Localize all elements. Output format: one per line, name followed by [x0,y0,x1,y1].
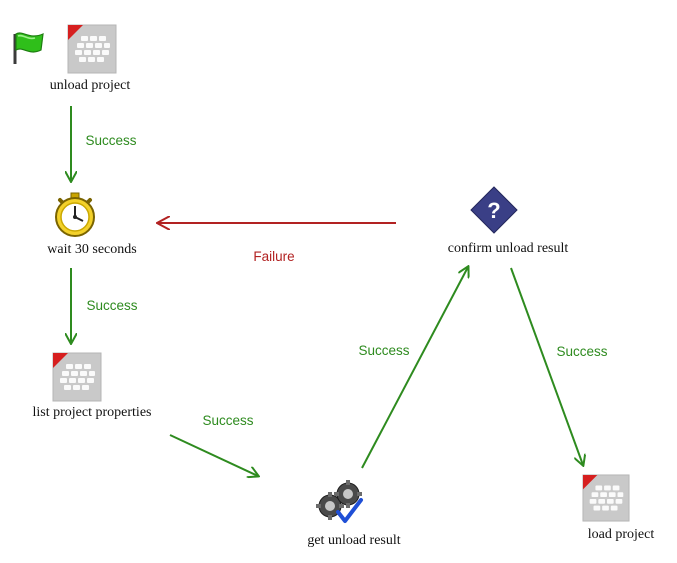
node-label: unload project [49,78,131,93]
edge-list-to-get[interactable] [169,434,258,476]
node-label: load project [587,527,655,542]
edge-label-wait-list: Success [86,298,138,313]
edge-label-get-confirm: Success [358,343,410,358]
node-label: get unload result [307,533,401,548]
svg-text:?: ? [487,198,500,223]
task-grid-icon [582,474,630,522]
green-flag-icon [13,32,44,64]
edge-label-confirm-wait-failure: Failure [253,249,295,264]
edge-confirm-to-load[interactable] [510,267,583,465]
stopwatch-icon [55,192,95,237]
gears-check-icon [316,480,363,523]
node-label: confirm unload result [447,241,569,256]
decision-question-icon: ? [470,186,518,234]
task-grid-icon [52,352,102,402]
node-label: wait 30 seconds [47,242,137,257]
edge-label-list-get: Success [202,413,254,428]
edge-get-to-confirm[interactable] [361,267,468,469]
node-label: list project properties [32,405,152,420]
task-grid-icon [67,24,117,74]
edge-label-confirm-load: Success [556,344,608,359]
edge-label-unload-wait: Success [85,133,137,148]
